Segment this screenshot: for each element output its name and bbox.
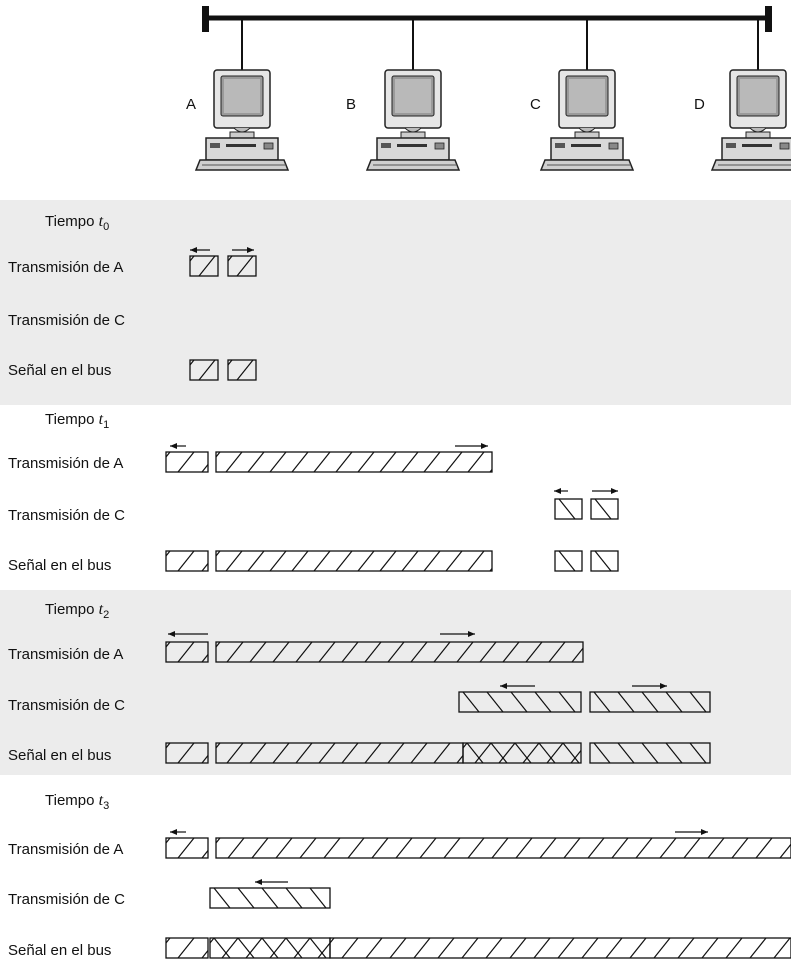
t3-a-right-segment — [216, 838, 791, 858]
arrow-left-icon — [168, 631, 208, 637]
t1-c-right-segment — [591, 499, 618, 519]
t2-a-right-segment — [216, 642, 583, 662]
arrow-right-icon — [632, 683, 667, 689]
t1-bus-right-segment — [216, 551, 492, 571]
arrow-right-icon — [440, 631, 475, 637]
t3-a-left-segment — [166, 838, 208, 858]
t2-bus-c-segment — [590, 743, 710, 763]
arrow-left-icon — [255, 879, 288, 885]
t2-bus-left-segment — [166, 743, 208, 763]
t2-bus-a-only-segment — [216, 743, 463, 763]
t1-a-right-segment — [216, 452, 492, 472]
t1-bus-left-segment — [166, 551, 208, 571]
t1-c-left-segment — [555, 499, 582, 519]
arrow-left-icon — [170, 829, 186, 835]
arrow-left-icon — [170, 443, 186, 449]
t0-a-right-segment — [228, 256, 256, 276]
arrow-right-icon — [455, 443, 488, 449]
arrow-left-icon — [190, 247, 210, 253]
t1-bus-c-right-segment — [591, 551, 618, 571]
t0-bus-left-segment — [190, 360, 218, 380]
arrow-left-icon — [554, 488, 568, 494]
t1-a-left-segment — [166, 452, 208, 472]
arrow-right-icon — [232, 247, 254, 253]
t3-bus-a-segment — [330, 938, 791, 958]
t1-bus-c-left-segment — [555, 551, 582, 571]
t2-bus-collision-segment — [463, 743, 581, 763]
t3-bus-collision-segment — [210, 938, 330, 958]
t2-c-left-segment — [459, 692, 581, 712]
arrow-right-icon — [592, 488, 618, 494]
t0-a-left-segment — [190, 256, 218, 276]
t2-a-left-segment — [166, 642, 208, 662]
t2-c-right-segment — [590, 692, 710, 712]
arrow-left-icon — [500, 683, 535, 689]
t3-bus-left-segment — [166, 938, 208, 958]
t0-bus-right-segment — [228, 360, 256, 380]
arrow-right-icon — [675, 829, 708, 835]
t3-c-segment — [210, 888, 330, 908]
